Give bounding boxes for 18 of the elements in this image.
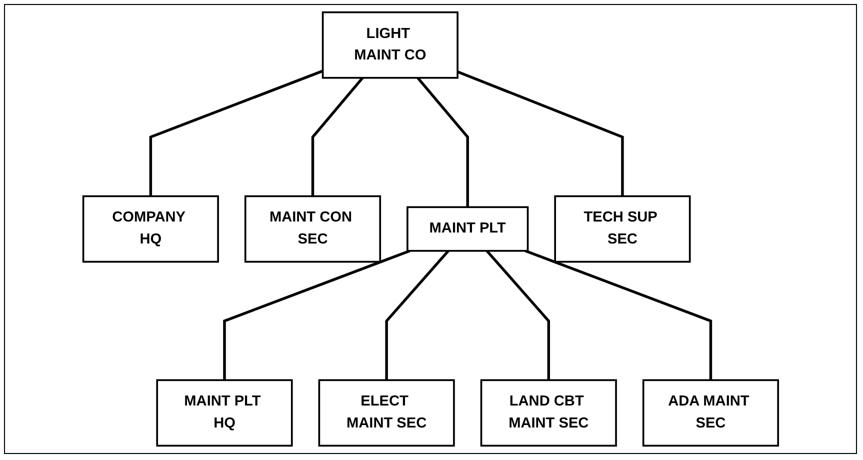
connector — [385, 250, 450, 380]
node-box — [82, 195, 219, 263]
connector — [524, 250, 712, 380]
connector — [416, 76, 469, 208]
connector — [456, 70, 624, 196]
connector — [149, 70, 324, 196]
node-box — [318, 379, 455, 447]
chart-border: LIGHT MAINT CO COMPANY HQ MAINT CON SEC MAINT PLT TECH SUP SEC MAINT PLT HQ ELECT MAINT SEC LAND CBT MAINT SEC ADA MAINT SEC — [4, 4, 857, 454]
node-box — [554, 195, 691, 263]
node-box — [244, 195, 381, 263]
connector — [311, 76, 364, 196]
connector — [222, 250, 410, 380]
node-box — [406, 206, 528, 252]
node-box — [642, 379, 779, 447]
node-box — [156, 379, 293, 447]
node-box — [322, 11, 458, 79]
connector — [486, 250, 550, 380]
node-box — [480, 379, 617, 447]
